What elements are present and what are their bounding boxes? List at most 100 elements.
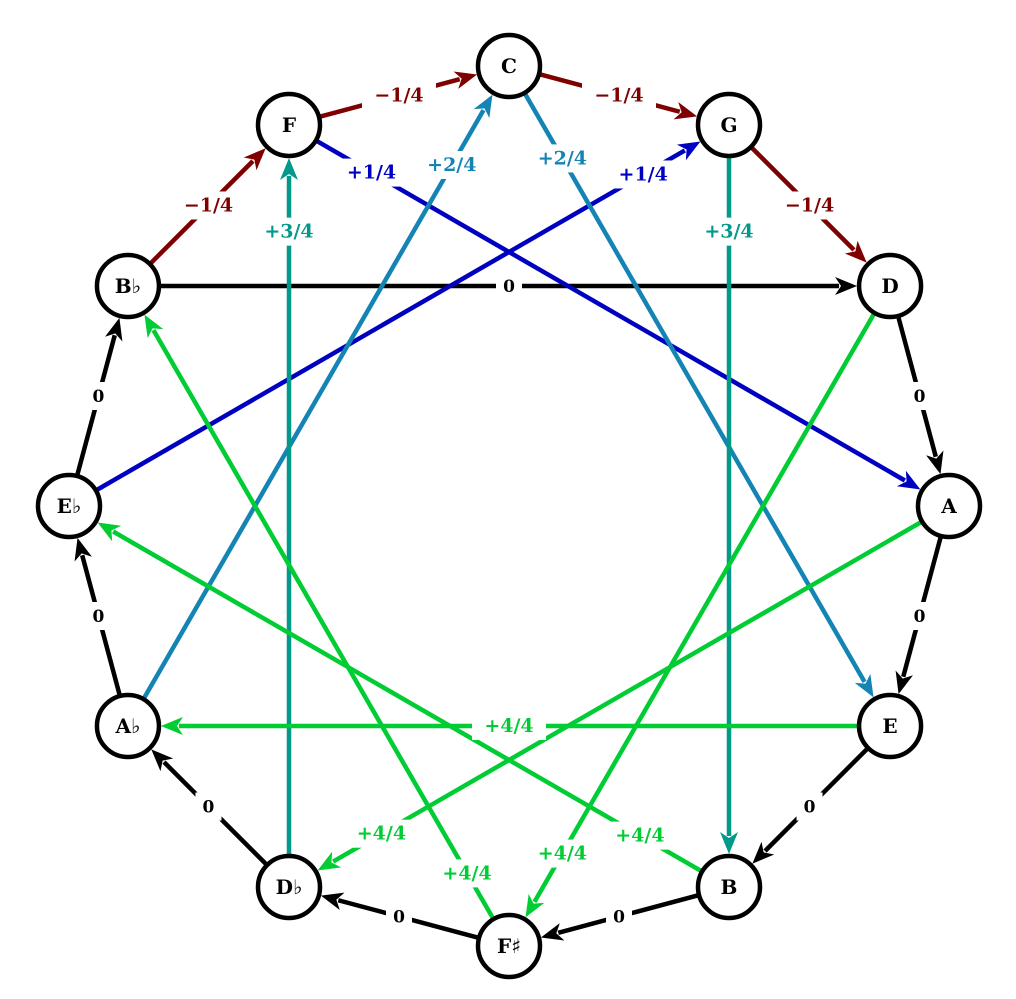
node-3: A (915, 472, 983, 540)
arrowhead-icon (317, 851, 342, 871)
edge-line (314, 138, 906, 483)
edge-label: 0 (613, 908, 625, 928)
edge-label-background (195, 792, 222, 821)
edge-label-background (344, 819, 419, 848)
node-circle (94, 252, 162, 320)
edge-label: 0 (93, 607, 105, 627)
edge-label-background (85, 382, 112, 410)
node-6: F♯ (475, 912, 543, 980)
edge-label-background (525, 144, 600, 173)
node-10: B♭ (94, 252, 162, 320)
edge-label-background (906, 602, 933, 630)
arrowhead-icon (926, 450, 944, 475)
edge-label: 0 (203, 798, 215, 818)
edge-line (532, 311, 877, 903)
arrowhead-icon (752, 841, 775, 864)
arrowhead-icon (280, 157, 298, 180)
edge-line (141, 109, 486, 701)
node-label: G (720, 113, 737, 137)
edge-label: 0 (914, 387, 926, 407)
node-8: A♭ (94, 692, 162, 760)
arrowhead-icon (540, 923, 565, 941)
node-label: E♭ (57, 494, 82, 518)
edge-label-background (602, 821, 677, 850)
node-2: D (856, 252, 924, 320)
node-label: C (501, 54, 517, 78)
edge-label: +4/4 (615, 825, 664, 847)
node-circle (856, 692, 924, 760)
edge-label-background (906, 382, 933, 410)
arrowhead-icon (144, 314, 164, 339)
edge-label-background (171, 191, 246, 220)
edge-label-background (606, 160, 681, 189)
arrowhead-icon (473, 94, 493, 119)
node-0: C (475, 32, 543, 100)
arrowhead-icon (160, 717, 183, 735)
edge-line (112, 529, 704, 874)
edge-label: +4/4 (357, 823, 406, 845)
arrowhead-icon (320, 892, 345, 910)
edge-label: −1/4 (594, 84, 643, 106)
edge-label-background (252, 217, 326, 246)
arrowhead-icon (676, 141, 701, 161)
edge-line (332, 519, 924, 864)
edge-label-background (430, 859, 505, 888)
edge-plus1 (94, 141, 701, 493)
edge-label: 0 (914, 607, 926, 627)
node-4: E (856, 692, 924, 760)
node-11: F (255, 91, 323, 159)
node-circle (255, 853, 323, 921)
edge-plus3 (720, 155, 738, 855)
node-circle (475, 912, 543, 980)
edge-label-background (606, 902, 632, 931)
edge-label: −1/4 (374, 84, 423, 106)
edge-label-background (496, 272, 522, 300)
arrowhead-icon (720, 832, 738, 855)
edge-label-background (334, 158, 409, 187)
arrowhead-icon (243, 148, 266, 171)
node-label: D♭ (276, 875, 303, 899)
edge-label: +1/4 (347, 162, 396, 184)
node-label: B (721, 875, 738, 899)
node-1: G (695, 91, 763, 159)
node-label: D (881, 274, 898, 298)
node-circle (475, 32, 543, 100)
edge-plus4 (317, 519, 924, 871)
arrowhead-icon (97, 522, 122, 542)
edge-label: 0 (393, 908, 405, 928)
node-5: B (695, 853, 763, 921)
edge-label: −1/4 (184, 194, 233, 216)
arrowhead-icon (844, 240, 867, 263)
node-circle (695, 853, 763, 921)
edge-label: 0 (93, 387, 105, 407)
edge-plus4 (97, 522, 704, 874)
edge-label-background (85, 602, 112, 630)
node-7: D♭ (255, 853, 323, 921)
node-circle (915, 472, 983, 540)
node-label: A♭ (114, 714, 140, 738)
node-9: E♭ (35, 472, 103, 540)
edge-label: +4/4 (538, 843, 587, 865)
edge-label: +2/4 (427, 154, 476, 176)
arrowhead-icon (105, 317, 123, 342)
edge-label: +1/4 (619, 163, 668, 185)
edge-label-background (386, 902, 412, 931)
edge-plus2 (141, 94, 493, 701)
node-label: E (882, 714, 897, 738)
edge-line (151, 329, 496, 921)
arrowhead-icon (74, 537, 92, 562)
arrowhead-icon (896, 470, 921, 490)
arrowhead-icon (854, 673, 874, 698)
edge-label-background (362, 81, 436, 110)
edge-label: +4/4 (442, 862, 491, 884)
nodes: C G D A E B F♯ D♭ A♭ E♭ B♭ F (35, 32, 983, 980)
edge-label: −1/4 (785, 194, 834, 216)
edge-label: 0 (503, 277, 515, 297)
node-circle (856, 252, 924, 320)
edge-label-background (692, 217, 766, 246)
edge-label-background (796, 792, 823, 821)
edge-label: +3/4 (704, 221, 753, 243)
edge-plus1 (314, 138, 921, 490)
edge-line (522, 91, 867, 683)
